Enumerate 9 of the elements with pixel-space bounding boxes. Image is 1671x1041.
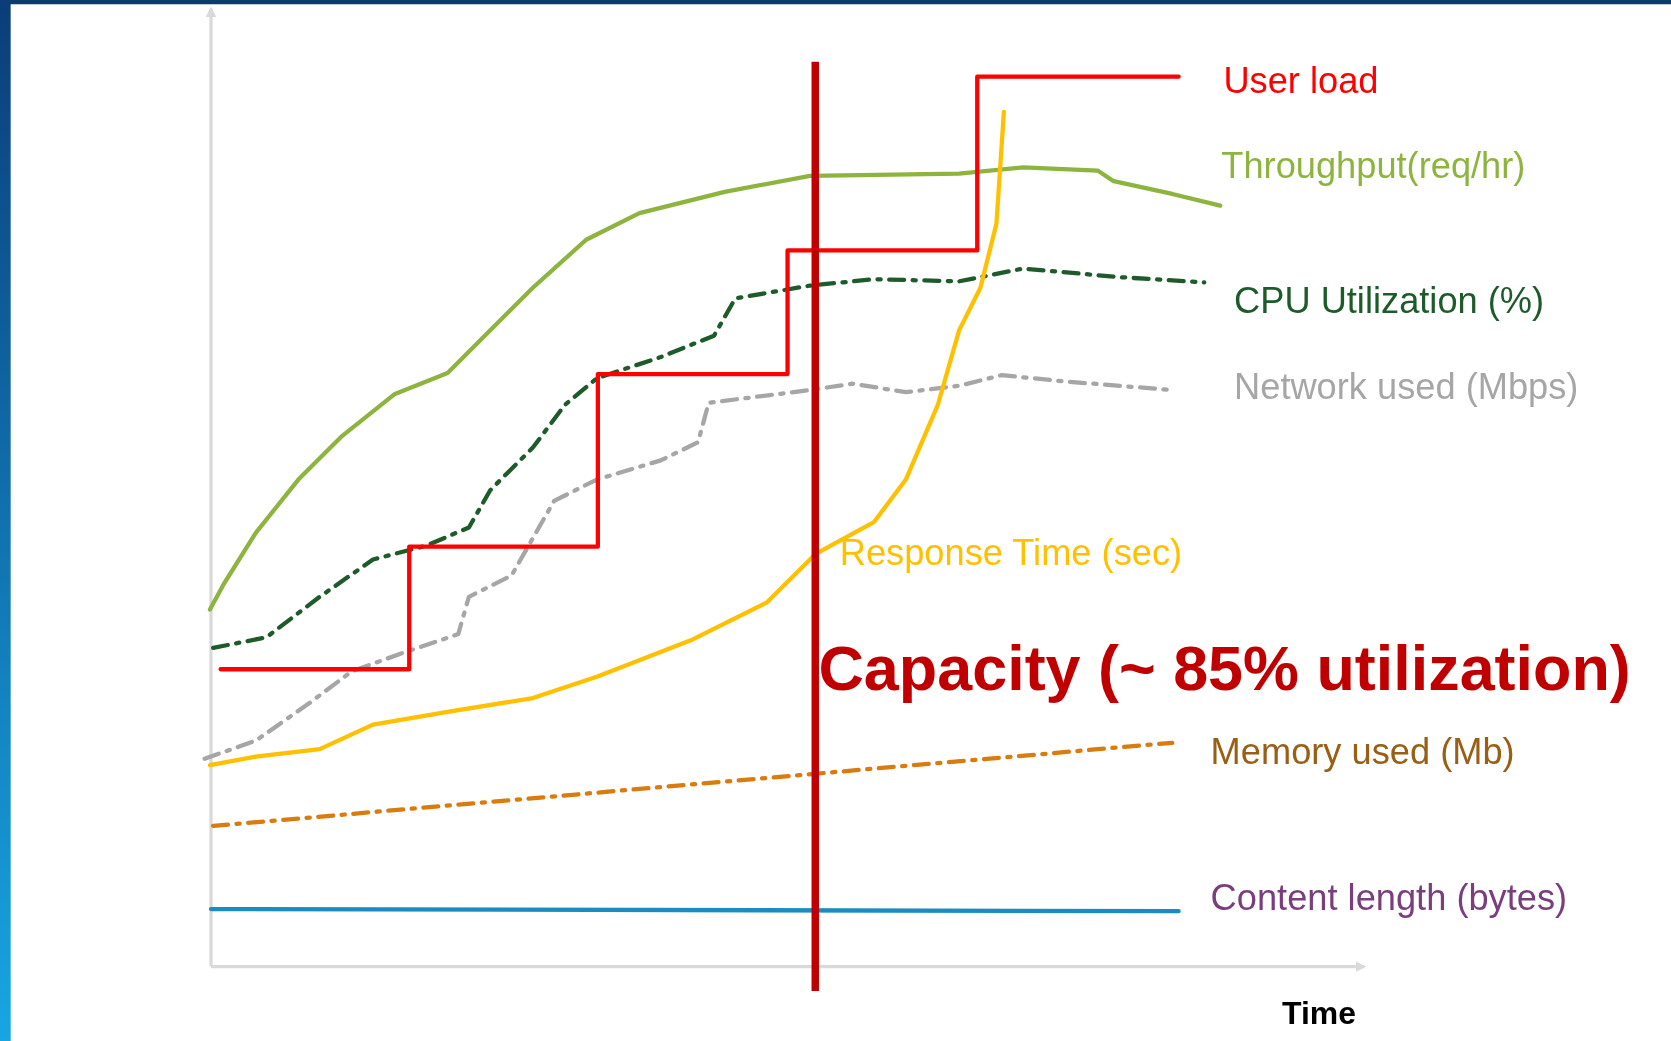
capacity-label: Capacity (~ 85% utilization): [818, 631, 1631, 705]
series-label: Memory used (Mb): [1210, 729, 1515, 774]
series-label: Content length (bytes): [1210, 875, 1568, 920]
series-label: User load: [1223, 58, 1379, 102]
series-label: Network used (Mbps): [1234, 364, 1579, 408]
series-label: Response Time (sec): [839, 530, 1183, 574]
axis-label: Time: [1282, 994, 1357, 1033]
series-label: CPU Utilization (%): [1234, 278, 1545, 323]
series-label: Throughput(req/hr): [1221, 143, 1526, 187]
